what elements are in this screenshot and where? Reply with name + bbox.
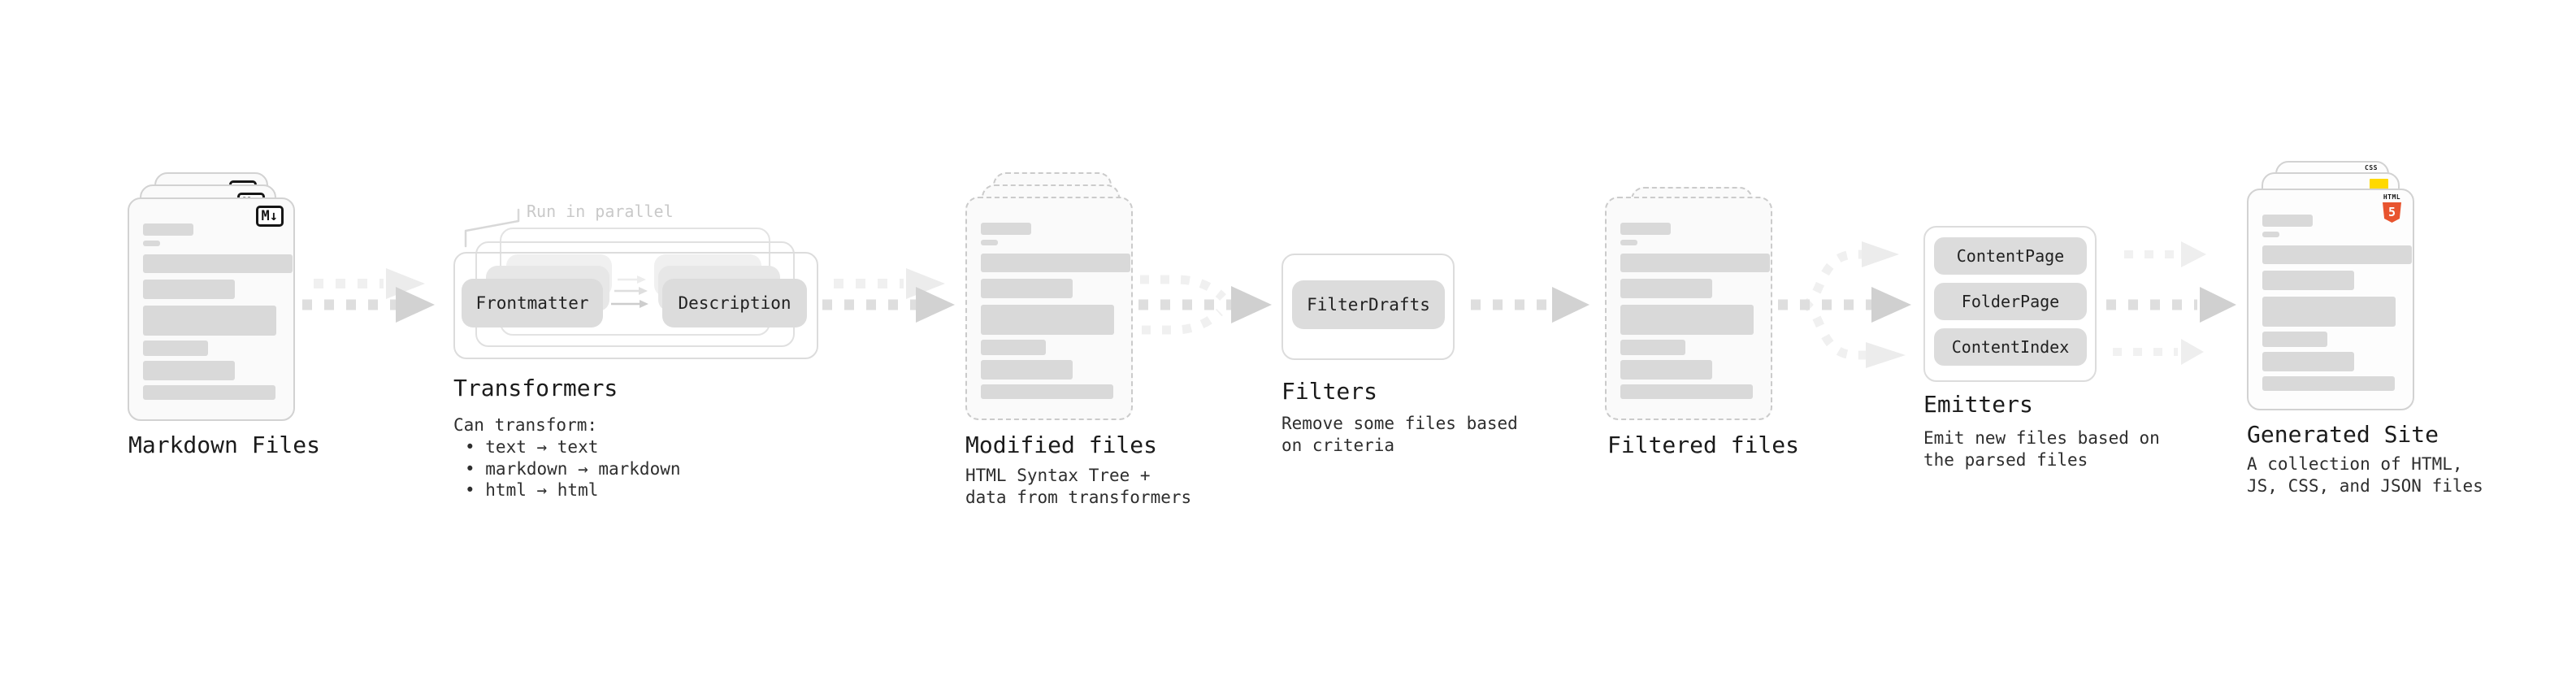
flow-arrow-markdown-to-transformers — [302, 268, 435, 323]
text-line-bar — [2262, 352, 2354, 371]
text-line-bar — [1620, 279, 1712, 298]
document-text-placeholder — [129, 199, 293, 419]
text-line-bar — [981, 340, 1046, 355]
text-line-bar — [981, 305, 1114, 335]
text-line-bar — [981, 279, 1073, 298]
text-line-bar — [143, 385, 275, 400]
run-in-parallel-callout-line — [464, 208, 520, 248]
js-badge-icon — [2370, 179, 2388, 189]
modified-files-desc-1: HTML Syntax Tree + — [965, 466, 1151, 485]
flow-arrow-transformers-to-modified — [822, 268, 955, 323]
transformers-bullet-2: • markdown → markdown — [465, 459, 681, 479]
transformer-inner-arrows — [611, 275, 648, 308]
frontmatter-pill: Frontmatter — [462, 279, 603, 327]
transformer-box-front — [453, 252, 818, 359]
generated-site-desc-1: A collection of HTML, — [2247, 454, 2463, 474]
generated-site-label: Generated Site — [2247, 421, 2439, 448]
text-line-bar — [2262, 232, 2279, 237]
markdown-files-label: Markdown Files — [128, 432, 321, 458]
transformers-bullet-1: • text → text — [465, 437, 599, 457]
generated-site-stack: CSS HTML 5 — [2247, 161, 2418, 413]
text-line-bar — [981, 223, 1031, 235]
document-text-placeholder — [1607, 198, 1771, 419]
text-line-bar — [143, 340, 208, 356]
text-line-bar — [2262, 332, 2327, 347]
flow-arrow-filtered-to-emitters-split — [1778, 241, 1911, 368]
filtered-file-card-front — [1605, 197, 1772, 420]
filtered-files-stack — [1605, 187, 1776, 423]
text-line-bar — [2262, 215, 2313, 227]
flow-arrows-emitters-to-generated — [2106, 241, 2236, 365]
html5-badge-icon: HTML 5 — [2381, 193, 2403, 223]
text-line-bar — [143, 241, 160, 246]
text-line-bar — [143, 280, 235, 299]
description-pill: Description — [662, 279, 807, 327]
filtered-files-label: Filtered files — [1607, 432, 1800, 458]
emitters-label: Emitters — [1923, 391, 2033, 418]
contentpage-pill-label: ContentPage — [1956, 246, 2065, 266]
transformers-desc-title: Can transform: — [453, 415, 598, 435]
contentindex-pill-label: ContentIndex — [1951, 337, 2070, 357]
generated-site-desc-2: JS, CSS, and JSON files — [2247, 476, 2483, 496]
html5-number: 5 — [2387, 205, 2396, 219]
modified-files-stack — [965, 172, 1136, 421]
filters-label: Filters — [1281, 378, 1378, 405]
text-line-bar — [981, 360, 1073, 380]
run-in-parallel-note: Run in parallel — [527, 202, 674, 221]
html5-shield: 5 — [2383, 202, 2401, 223]
text-line-bar — [2262, 271, 2354, 290]
text-line-bar — [1620, 223, 1671, 235]
emitters-desc-1: Emit new files based on — [1923, 428, 2160, 448]
markdown-file-card-front: M↓ — [128, 197, 295, 421]
flow-arrow-modified-to-filters-merge — [1138, 275, 1272, 335]
filters-desc-1: Remove some files based — [1281, 414, 1518, 433]
frontmatter-pill-label: Frontmatter — [475, 293, 589, 313]
transformers-bullet-3: • html → html — [465, 480, 599, 500]
html-file-card: HTML 5 — [2247, 189, 2414, 410]
text-line-bar — [2262, 297, 2396, 327]
markdown-files-stack: M↓ M↓ M↓ — [128, 172, 298, 421]
text-line-bar — [1620, 384, 1753, 399]
text-line-bar — [2262, 245, 2412, 264]
text-line-bar — [2262, 376, 2395, 391]
text-line-bar — [143, 223, 193, 236]
contentindex-pill: ContentIndex — [1934, 328, 2087, 366]
text-line-bar — [1620, 305, 1754, 335]
folderpage-pill-label: FolderPage — [1961, 292, 2060, 311]
filterdrafts-pill-label: FilterDrafts — [1307, 295, 1430, 314]
text-line-bar — [1620, 254, 1770, 272]
text-line-bar — [143, 306, 276, 336]
document-text-placeholder — [967, 198, 1131, 419]
text-line-bar — [981, 254, 1130, 272]
text-line-bar — [981, 384, 1113, 399]
emitters-desc-2: the parsed files — [1923, 450, 2088, 470]
document-text-placeholder — [2249, 190, 2413, 409]
modified-files-desc-2: data from transformers — [965, 488, 1192, 507]
filterdrafts-pill: FilterDrafts — [1292, 280, 1445, 329]
description-pill-label: Description — [678, 293, 791, 313]
css-badge-text: CSS — [2365, 164, 2378, 171]
text-line-bar — [1620, 240, 1637, 245]
contentpage-pill: ContentPage — [1934, 237, 2087, 275]
html5-badge-text: HTML — [2383, 193, 2401, 201]
modified-files-label: Modified files — [965, 432, 1158, 458]
text-line-bar — [143, 361, 235, 380]
markdown-icon: M↓ — [255, 206, 284, 227]
flow-arrow-filters-to-filtered — [1471, 287, 1589, 323]
text-line-bar — [1620, 360, 1712, 380]
transformers-label: Transformers — [453, 375, 618, 401]
text-line-bar — [981, 240, 998, 245]
filters-desc-2: on criteria — [1281, 436, 1395, 455]
text-line-bar — [143, 254, 293, 273]
modified-file-card-front — [965, 197, 1133, 420]
text-line-bar — [1620, 340, 1685, 355]
folderpage-pill: FolderPage — [1934, 283, 2087, 320]
